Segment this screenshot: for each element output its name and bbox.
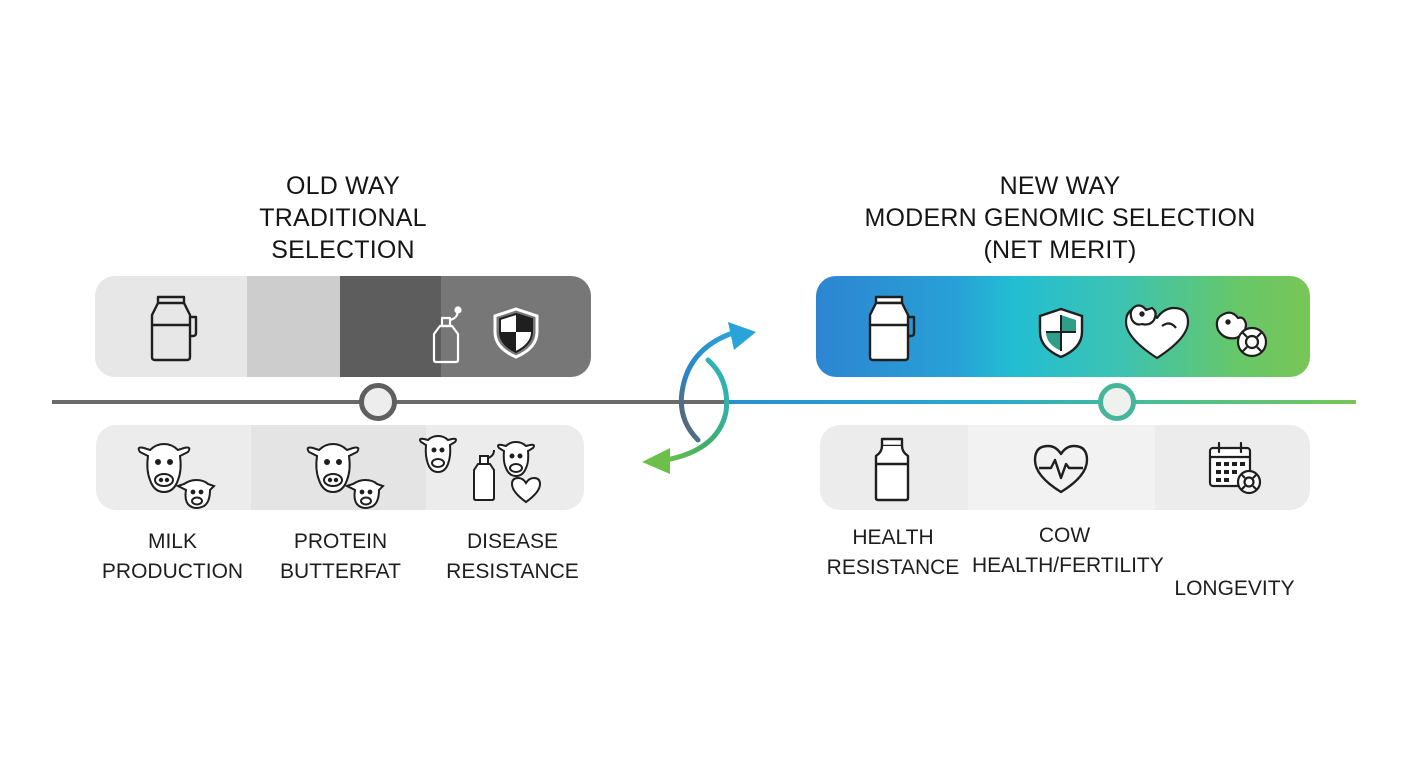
milk-jug-icon <box>866 293 918 363</box>
new-way-subheading-2: (NET MERIT) <box>983 236 1137 264</box>
calendar-icon <box>1207 440 1263 496</box>
trait-label-disease-resistance: DISEASE RESISTANCE <box>430 527 595 587</box>
trait-label-line: DISEASE <box>466 530 559 553</box>
trait-label-line: BUTTERFAT <box>280 560 401 583</box>
new-way-heading: NEW WAY <box>999 172 1121 200</box>
old-way-subheading-2: SELECTION <box>271 236 415 264</box>
trait-label-health-resistance: HEALTH RESISTANCE <box>808 523 978 583</box>
old-way-timeline-node <box>359 383 397 421</box>
cow-and-calf-icon <box>303 440 387 512</box>
trait-label-line: HEALTH <box>852 526 934 549</box>
calf-heart-icon <box>1118 298 1196 362</box>
milk-jug-icon <box>148 293 200 363</box>
cycle-arrows-icon <box>630 310 770 485</box>
trait-label-line: LONGEVITY <box>1174 577 1295 600</box>
old-way-title: OLD WAY TRADITIONAL SELECTION <box>193 170 493 266</box>
trait-label-line: RESISTANCE <box>826 556 960 579</box>
trait-label-line: HEALTH/FERTILITY <box>972 554 1164 577</box>
cows-bottle-heart-icon <box>418 434 546 506</box>
trait-label-cow-health-fertility: COW HEALTH/FERTILITY <box>972 521 1164 581</box>
new-way-title: NEW WAY MODERN GENOMIC SELECTION (NET ME… <box>840 170 1280 266</box>
trait-label-milk-production: MILK PRODUCTION <box>90 527 255 587</box>
spray-bottle-icon <box>428 306 464 364</box>
trait-label-protein-butterfat: PROTEIN BUTTERFAT <box>258 527 423 587</box>
trait-label-line: RESISTANCE <box>446 560 579 583</box>
shield-icon <box>491 306 541 360</box>
heartbeat-icon <box>1031 442 1091 496</box>
old-way-subheading-1: TRADITIONAL <box>259 204 427 232</box>
old-way-heading: OLD WAY <box>286 172 400 200</box>
trait-label-line: PROTEIN <box>293 530 388 553</box>
milk-bottle-icon <box>870 436 914 502</box>
new-way-subheading-1: MODERN GENOMIC SELECTION <box>864 204 1256 232</box>
trait-label-line: COW <box>1038 524 1091 547</box>
new-way-timeline <box>728 400 1356 404</box>
new-way-timeline-node <box>1098 383 1136 421</box>
trait-label-longevity: LONGEVITY <box>1152 574 1317 604</box>
trait-label-line: MILK <box>147 530 197 553</box>
shield-icon <box>1036 306 1086 360</box>
trait-label-line: PRODUCTION <box>101 560 244 583</box>
calf-lifebuoy-icon <box>1210 306 1272 360</box>
cow-and-calf-icon <box>134 440 218 512</box>
